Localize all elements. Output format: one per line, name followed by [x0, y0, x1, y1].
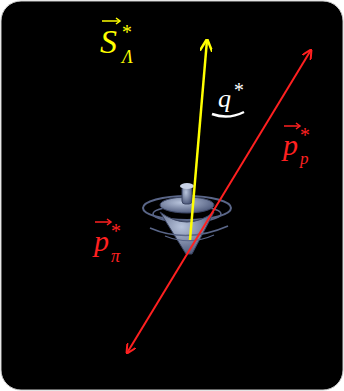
vector-mark — [102, 18, 120, 24]
symbol-letter: S — [100, 25, 117, 59]
vector-mark — [95, 123, 300, 225]
subscript: Λ — [122, 48, 133, 66]
superscript: * — [299, 125, 309, 145]
symbol-letter: p — [283, 130, 298, 160]
superscript: * — [233, 80, 243, 100]
spinning-top — [143, 183, 231, 254]
momentum-arrow — [127, 50, 311, 353]
spin-arrow — [190, 40, 207, 240]
angle-arc — [212, 112, 244, 117]
superscript: * — [121, 22, 131, 42]
subscript: π — [111, 247, 120, 265]
angle-symbol: q — [218, 86, 231, 112]
superscript: * — [110, 221, 120, 241]
symbol-letter: p — [94, 226, 109, 256]
subscript: p — [300, 150, 309, 167]
